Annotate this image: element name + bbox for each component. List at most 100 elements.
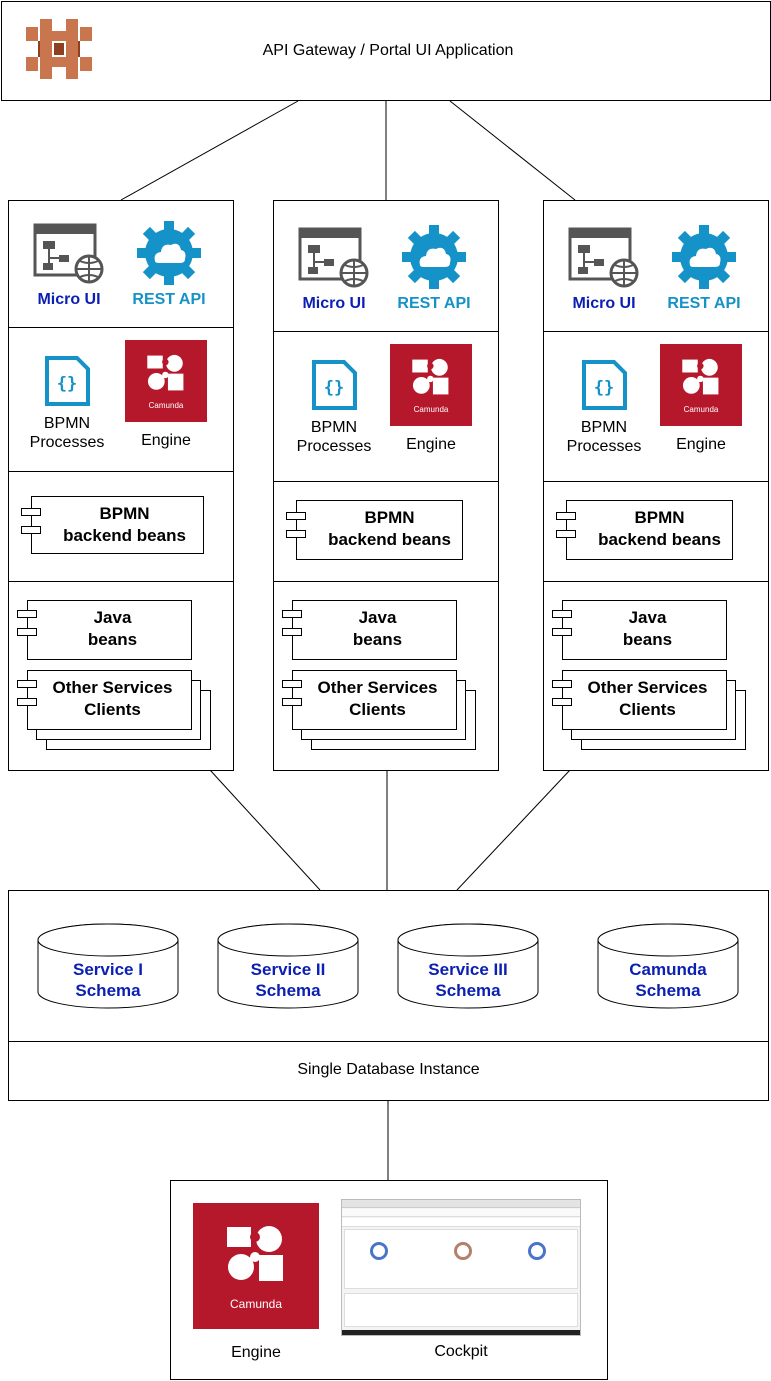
java-beans-line-2: beans (352, 630, 403, 649)
column-divider (9, 471, 233, 472)
engine-label: Engine (406, 436, 456, 453)
camunda-logo-text: Camunda (229, 1297, 283, 1311)
camunda-puzzle-icon (147, 354, 184, 391)
bpmn-file-icon: {} (45, 356, 90, 406)
component-tab (282, 680, 302, 688)
component-tab (552, 610, 572, 618)
camunda-puzzle-icon (227, 1226, 283, 1281)
component-tab (282, 628, 302, 636)
component-tab (282, 610, 302, 618)
column-divider (274, 581, 498, 582)
bpmn-backend-beans-component: BPMN backend beans (31, 496, 204, 554)
svg-text:{}: {} (324, 378, 344, 398)
api-gateway-title: API Gateway / Portal UI Application (262, 42, 514, 59)
component-tab (21, 508, 41, 516)
other-clients-line-1: Other Services (52, 678, 173, 697)
cockpit-label: Cockpit (434, 1343, 488, 1360)
bpmn-file-icon: {} (312, 360, 357, 410)
camunda-logo: Camunda (125, 340, 207, 422)
bpmn-beans-line-2: backend beans (63, 526, 186, 545)
component-tab (552, 698, 572, 706)
database-instance-label: Single Database Instance (297, 1061, 480, 1078)
bpmn-beans-line-2: backend beans (598, 530, 721, 549)
camunda-engine-logo: Camunda (193, 1203, 319, 1329)
micro-ui-label: Micro UI (302, 295, 366, 312)
component-tab (17, 610, 37, 618)
other-clients-line-1: Other Services (587, 678, 708, 697)
micro-ui-label: Micro UI (37, 291, 101, 308)
java-beans-line-1: Java (628, 608, 667, 627)
micro-ui-icon (298, 227, 369, 288)
component-tab (282, 698, 302, 706)
java-beans-line-2: beans (87, 630, 138, 649)
java-beans-line-2: beans (622, 630, 673, 649)
database-divider (9, 1041, 768, 1042)
rest-api-gear-icon (672, 225, 736, 289)
rest-api-label: REST API (667, 295, 741, 312)
camunda-logo-text: Camunda (148, 401, 184, 410)
camunda-logo-text: Camunda (683, 405, 719, 414)
column-divider (544, 331, 768, 332)
java-beans-component: Java beans (292, 600, 457, 660)
component-tab (556, 512, 576, 520)
camunda-puzzle-icon (682, 358, 719, 395)
java-beans-line-1: Java (93, 608, 132, 627)
micro-ui-icon (568, 227, 639, 288)
other-clients-line-1: Other Services (317, 678, 438, 697)
bottom-engine-label: Engine (231, 1344, 281, 1361)
engine-label: Engine (141, 432, 191, 449)
component-tab (17, 628, 37, 636)
column-divider (274, 331, 498, 332)
java-beans-component: Java beans (27, 600, 192, 660)
bpmn-beans-line-1: BPMN (634, 508, 685, 527)
micro-ui-icon (33, 223, 104, 284)
column-divider (9, 327, 233, 328)
other-clients-line-2: Clients (84, 700, 141, 719)
micro-ui-label: Micro UI (572, 295, 636, 312)
engine-label: Engine (676, 436, 726, 453)
svg-text:{}: {} (57, 374, 77, 394)
camunda-logo-text: Camunda (413, 405, 449, 414)
bpmn-backend-beans-component: BPMN backend beans (566, 500, 733, 560)
rest-api-label: REST API (397, 295, 471, 312)
column-divider (544, 581, 768, 582)
camunda-logo: Camunda (390, 344, 472, 426)
java-beans-component: Java beans (562, 600, 727, 660)
bpmn-beans-line-1: BPMN (364, 508, 415, 527)
component-tab (17, 680, 37, 688)
java-beans-line-1: Java (358, 608, 397, 627)
column-divider (274, 481, 498, 482)
rest-api-gear-icon (402, 225, 466, 289)
camunda-logo: Camunda (660, 344, 742, 426)
component-tab (286, 530, 306, 538)
component-tab (17, 698, 37, 706)
component-tab (21, 526, 41, 534)
bpmn-file-icon: {} (582, 360, 627, 410)
cockpit-screenshot (341, 1199, 581, 1336)
other-clients-line-2: Clients (349, 700, 406, 719)
bpmn-backend-beans-component: BPMN backend beans (296, 500, 463, 560)
rest-api-gear-icon (137, 221, 201, 285)
other-clients-line-2: Clients (619, 700, 676, 719)
component-tab (552, 680, 572, 688)
component-tab (556, 530, 576, 538)
api-gateway-logo-icon (26, 19, 92, 79)
bpmn-beans-line-1: BPMN (99, 504, 150, 523)
cockpit-box: Camunda Engine Cockpit (170, 1180, 608, 1380)
column-divider (9, 581, 233, 582)
api-gateway-box: API Gateway / Portal UI Application (1, 1, 771, 101)
bpmn-beans-line-2: backend beans (328, 530, 451, 549)
component-tab (286, 512, 306, 520)
rest-api-label: REST API (132, 291, 206, 308)
